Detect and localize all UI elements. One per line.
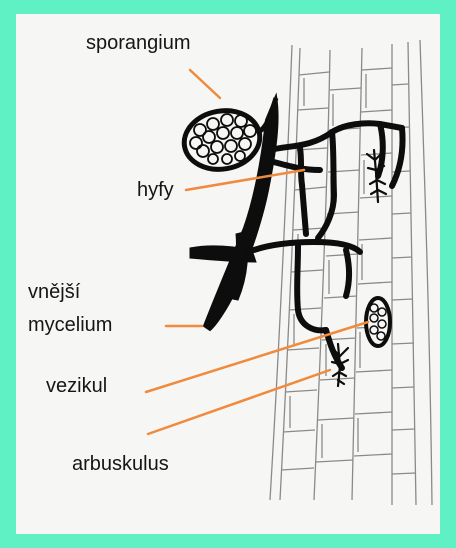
fungus (180, 96, 403, 386)
label-hyphae: hyfy (137, 180, 174, 200)
label-sporangium: sporangium (86, 33, 191, 53)
label-arbuscule: arbuskulus (72, 454, 169, 474)
label-vesicle: vezikul (46, 376, 107, 396)
label-external-mycelium-line2: mycelium (28, 315, 112, 335)
label-external-mycelium-line1: vnější (28, 282, 80, 302)
root-outline-right (420, 40, 432, 505)
vesicle-body (366, 298, 390, 346)
leader-arbuscule (148, 370, 330, 434)
leader-sporangium (190, 70, 220, 98)
